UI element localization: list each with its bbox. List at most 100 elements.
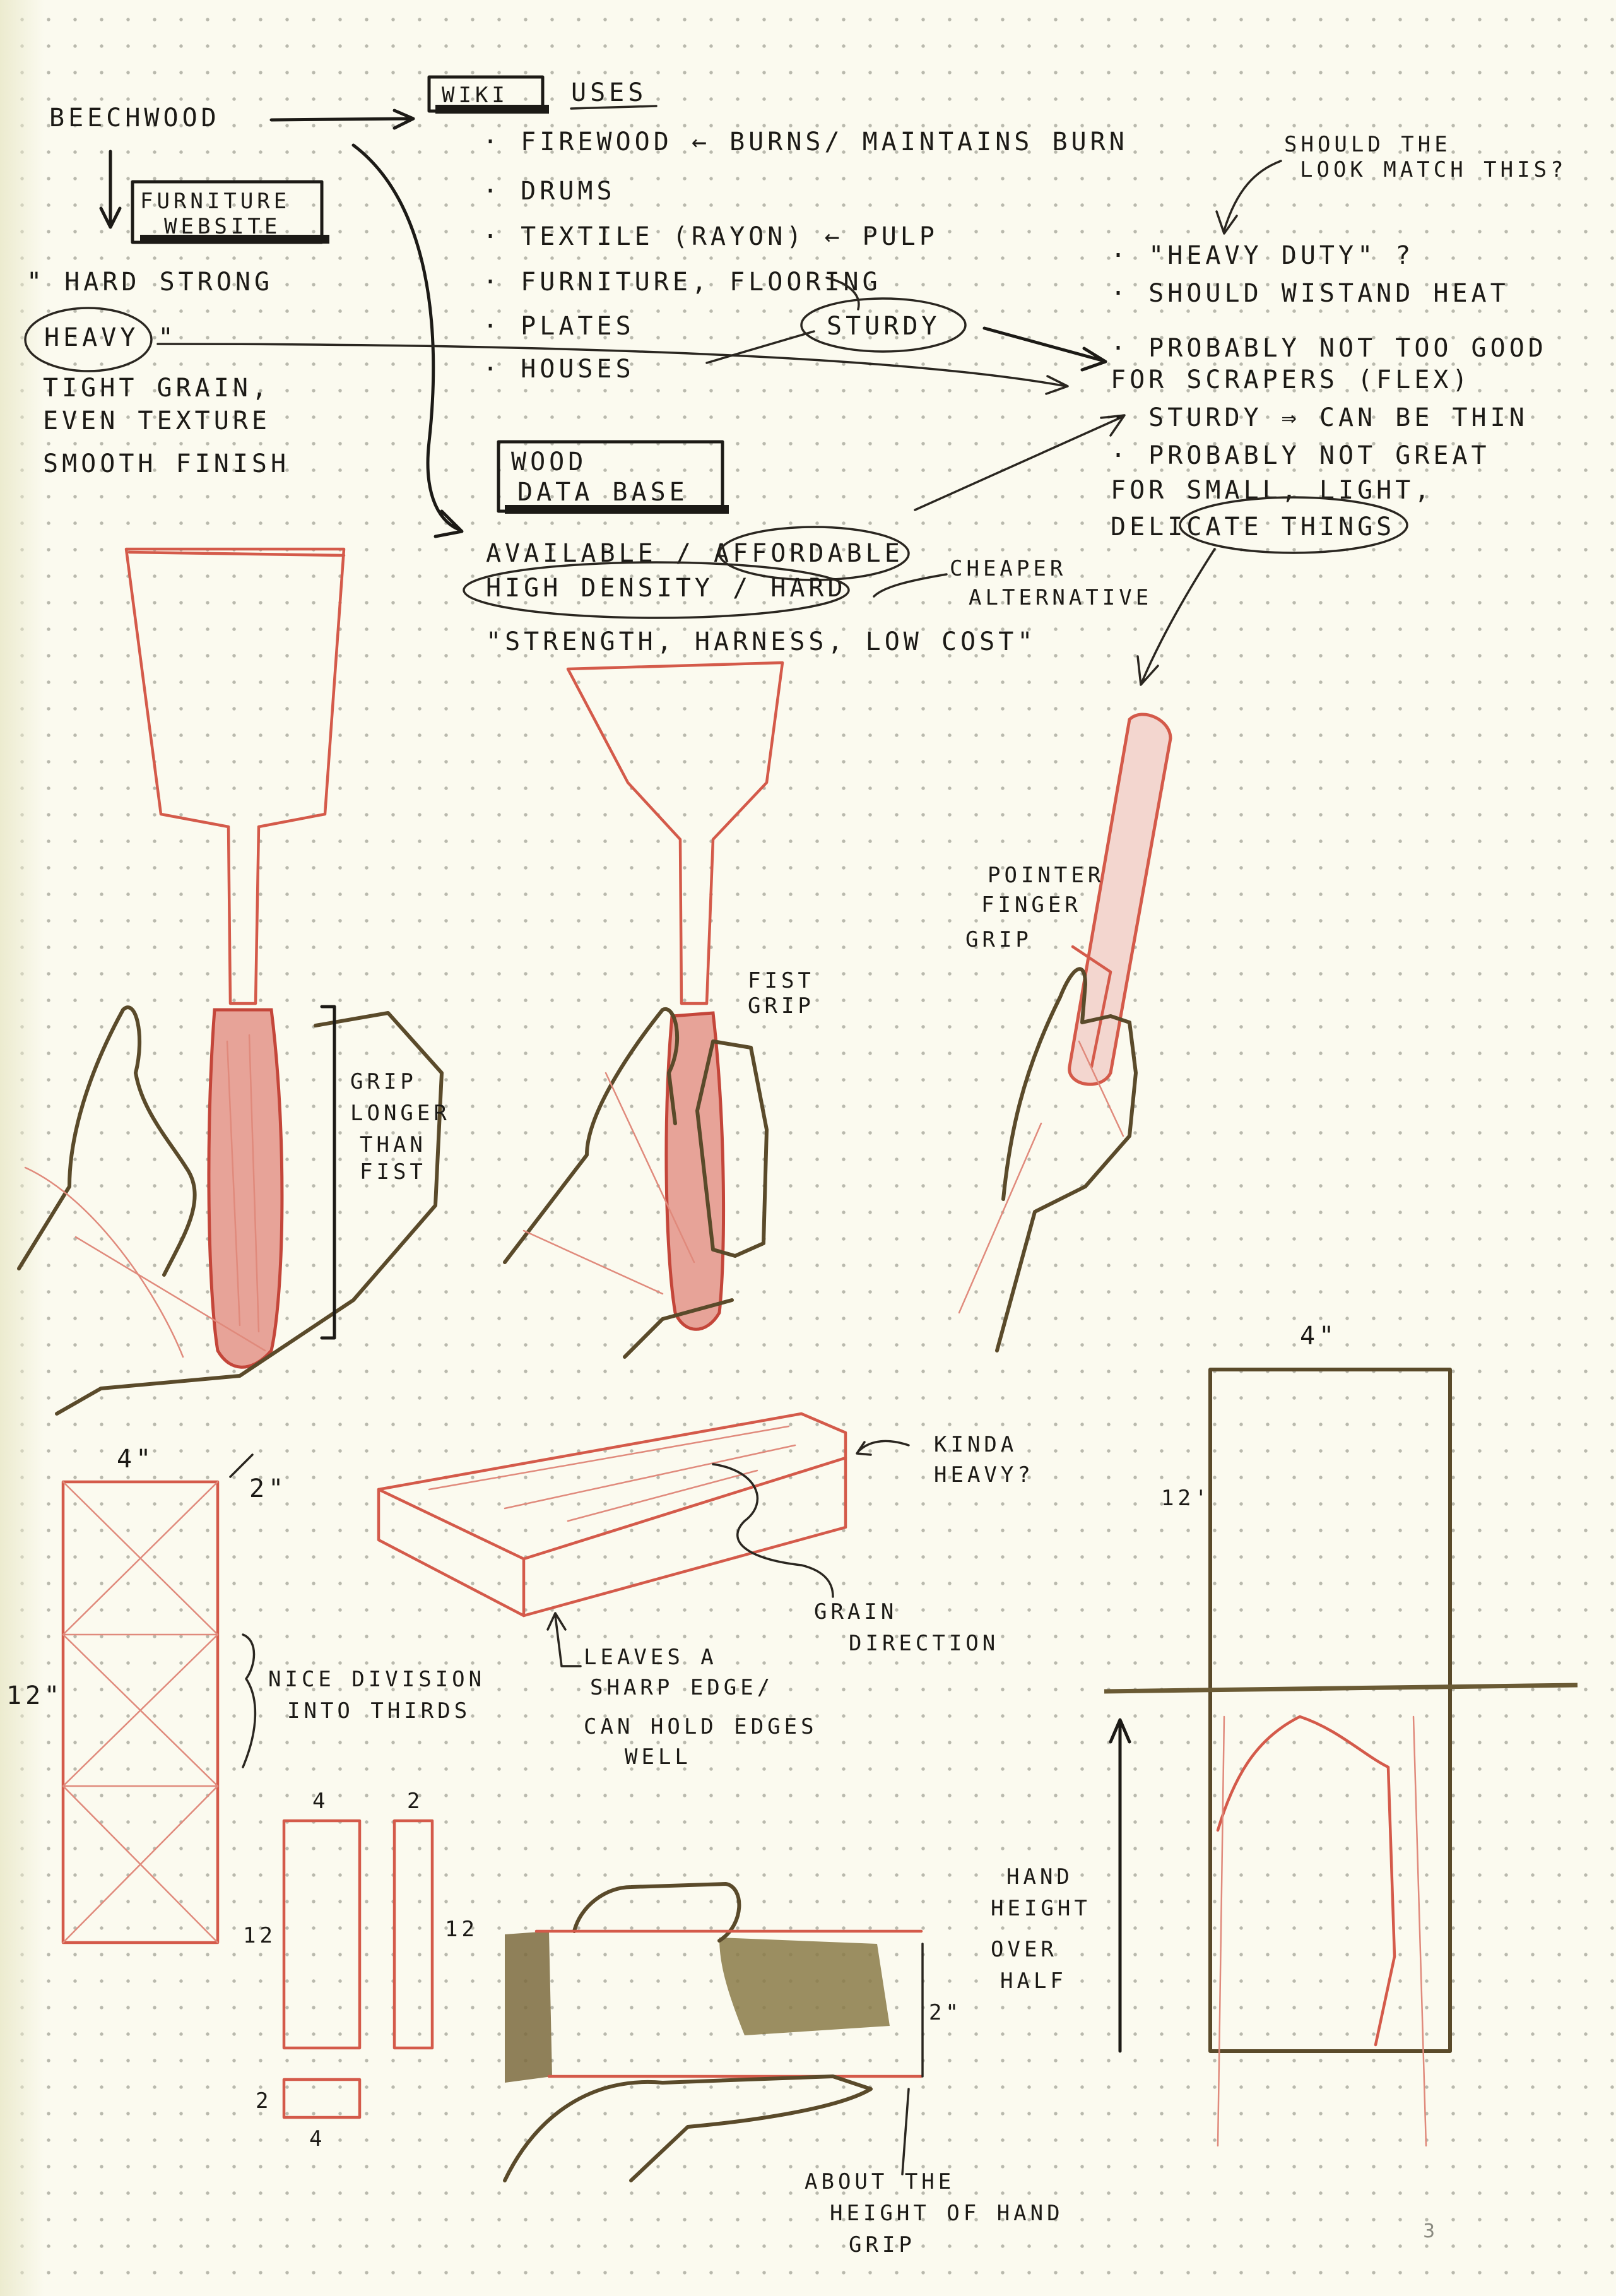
- note-scrapers-1: · PROBABLY NOT TOO GOOD: [1111, 334, 1547, 363]
- dim-2in-label: 2": [249, 1474, 287, 1503]
- hand-height-label: HAND HEIGHT OVER HALF: [991, 1864, 1091, 1994]
- grain-direction-label: GRAIN DIRECTION: [814, 1599, 999, 1656]
- db-high-density: HIGH DENSITY / HARD: [486, 574, 847, 603]
- furniture-box-line1: FURNITURE: [140, 189, 290, 214]
- prop-hard-strong: " HARD STRONG: [27, 268, 273, 297]
- svg-text:LEAVES A: LEAVES A: [584, 1645, 717, 1670]
- nice-division-label: NICE DIVISION INTO THIRDS: [268, 1667, 485, 1724]
- wood-db-line1: WOOD: [511, 447, 587, 476]
- svg-text:FINGER: FINGER: [981, 892, 1082, 918]
- arrow-cheaper: [874, 574, 947, 596]
- small-dim-2: 2: [407, 1789, 423, 1814]
- prop-even-texture: EVEN TEXTURE: [43, 406, 271, 435]
- about-height-label: ABOUT THE HEIGHT OF HAND GRIP: [805, 2169, 1064, 2258]
- pointer-grip-label: POINTER FINGER GRIP: [965, 863, 1104, 952]
- note-withstand-heat: · SHOULD WISTAND HEAT: [1111, 279, 1509, 308]
- dim-2in-side: 2": [929, 2000, 962, 2025]
- prop-tight-grain: TIGHT GRAIN,: [43, 374, 271, 403]
- svg-text:FIST: FIST: [748, 968, 815, 993]
- uses-heading: USES: [571, 78, 647, 107]
- hand-grip-side-sketch: [505, 1884, 921, 2181]
- wood-db-line2: DATA BASE: [517, 478, 688, 507]
- small-dim-4: 4: [312, 1789, 329, 1814]
- blank-3d-block: [379, 1414, 846, 1616]
- svg-text:HEIGHT: HEIGHT: [991, 1896, 1091, 1921]
- prop-smooth-finish: SMOOTH FINISH: [43, 449, 290, 478]
- arrow-sharp-edge: [548, 1613, 581, 1666]
- use-plates: · PLATES: [483, 312, 635, 341]
- dim-12in-label: 12": [6, 1681, 63, 1710]
- grip-length-bracket: [322, 1007, 334, 1338]
- svg-text:DIRECTION: DIRECTION: [849, 1631, 999, 1656]
- svg-text:KINDA: KINDA: [934, 1432, 1017, 1457]
- prop-heavy: HEAVY ": [44, 323, 177, 352]
- blank-outline-tall: [1210, 1370, 1450, 2051]
- svg-text:FIST: FIST: [360, 1159, 427, 1185]
- should-match-line2: LOOK MATCH THIS?: [1300, 157, 1567, 182]
- scraper-sketch-3: [1070, 714, 1171, 1084]
- svg-text:HAND: HAND: [1006, 1864, 1073, 1890]
- note-heavy-duty: · "HEAVY DUTY" ?: [1111, 241, 1414, 270]
- use-houses: · HOUSES: [483, 355, 635, 384]
- svg-text:HALF: HALF: [1000, 1968, 1067, 1994]
- small-dim-4b: 4: [309, 2126, 326, 2151]
- svg-text:SHARP EDGE/: SHARP EDGE/: [590, 1675, 774, 1700]
- arrow-sturdy-to-notes: [984, 328, 1106, 370]
- cheaper-alt-line1: CHEAPER: [950, 556, 1066, 581]
- grain-direction-squiggle: [713, 1464, 833, 1597]
- note-scrapers-2: FOR SCRAPERS (FLEX): [1111, 365, 1472, 394]
- note-not-great-1: · PROBABLY NOT GREAT: [1111, 441, 1490, 470]
- cheaper-alt-line2: ALTERNATIVE: [969, 585, 1152, 610]
- svg-text:CAN HOLD EDGES: CAN HOLD EDGES: [584, 1714, 818, 1739]
- use-firewood: · FIREWOOD ← BURNS/ MAINTAINS BURN: [483, 127, 1128, 157]
- use-drums: · DRUMS: [483, 177, 616, 206]
- svg-text:THAN: THAN: [360, 1132, 427, 1157]
- scraper-sketch-1: [126, 549, 344, 1367]
- svg-text:HEAVY?: HEAVY?: [934, 1462, 1034, 1488]
- small-dim-12b: 12: [445, 1917, 478, 1942]
- arrow-to-furniture: [101, 151, 120, 227]
- svg-text:OVER: OVER: [991, 1937, 1058, 1962]
- arrow-should-match: [1217, 161, 1281, 234]
- blank-small-views: [284, 1821, 432, 2117]
- hand-height-arrow: [1111, 1720, 1129, 2051]
- thirds-brace: [243, 1635, 255, 1767]
- svg-text:GRIP: GRIP: [350, 1069, 417, 1094]
- svg-text:POINTER: POINTER: [988, 863, 1104, 888]
- svg-text:NICE DIVISION: NICE DIVISION: [268, 1667, 485, 1692]
- use-furniture: · FURNITURE, FLOORING: [483, 268, 882, 297]
- svg-text:GRIP: GRIP: [965, 927, 1032, 952]
- svg-text:INTO THIRDS: INTO THIRDS: [287, 1698, 471, 1724]
- fist-grip-label: FIST GRIP: [748, 968, 815, 1019]
- hand-height-line: [1104, 1685, 1578, 1691]
- kinda-heavy-label: KINDA HEAVY?: [934, 1432, 1034, 1488]
- svg-text:WELL: WELL: [625, 1744, 692, 1770]
- svg-text:LONGER: LONGER: [350, 1101, 451, 1126]
- db-quote: "STRENGTH, HARNESS, LOW COST": [486, 627, 1036, 656]
- svg-text:GRIP: GRIP: [849, 2232, 916, 2258]
- note-not-great-2: FOR SMALL, LIGHT,: [1111, 476, 1433, 505]
- arrow-about-height: [902, 2089, 909, 2174]
- hand-outline-right: [1218, 1717, 1395, 2045]
- right-dim-12: 12': [1161, 1486, 1211, 1511]
- arrow-to-wiki: [271, 110, 413, 128]
- small-dim-2b: 2: [256, 2088, 272, 2114]
- sturdy-label: STURDY: [827, 312, 941, 341]
- right-dim-4: 4": [1300, 1322, 1338, 1351]
- svg-text:ABOUT THE: ABOUT THE: [805, 2169, 955, 2194]
- dim-2in-tick: [230, 1455, 252, 1477]
- arrow-kinda-heavy: [857, 1441, 909, 1455]
- svg-text:GRAIN: GRAIN: [814, 1599, 897, 1624]
- note-sturdy-thin: · STURDY ⇒ CAN BE THIN: [1111, 403, 1528, 432]
- furniture-box-line2: WEBSITE: [164, 214, 281, 239]
- should-match-line1: SHOULD THE: [1284, 132, 1451, 157]
- arrow-db-to-notes: [915, 415, 1124, 510]
- svg-text:HEIGHT OF HAND: HEIGHT OF HAND: [830, 2201, 1064, 2226]
- small-dim-12a: 12: [243, 1923, 276, 1948]
- arrow-to-wood-db: [353, 145, 462, 536]
- svg-text:GRIP: GRIP: [748, 993, 815, 1019]
- arrow-delicate-to-sketch: [1138, 549, 1215, 685]
- hand-sketch-2: [505, 1009, 767, 1357]
